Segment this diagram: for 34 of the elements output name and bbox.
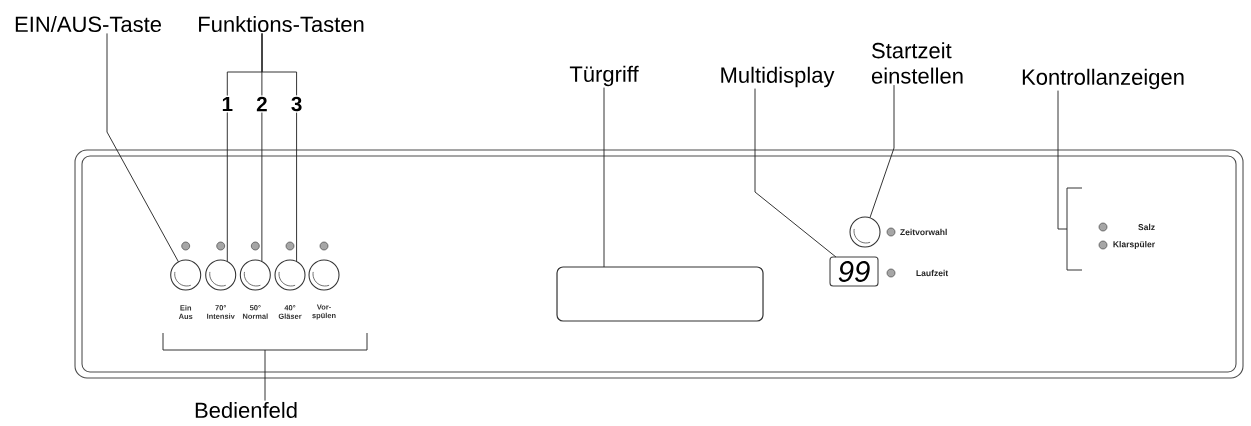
leader-line bbox=[226, 112, 228, 262]
push-button bbox=[308, 259, 340, 291]
bracket bbox=[1066, 187, 1083, 271]
callout-label: Funktions-Tasten bbox=[199, 15, 364, 33]
push-button bbox=[205, 259, 237, 291]
callout-number: 1 bbox=[222, 96, 233, 112]
leader-line bbox=[869, 84, 895, 219]
panel-label: Klarspüler bbox=[1113, 241, 1155, 249]
leader-line bbox=[261, 112, 263, 262]
push-button bbox=[274, 259, 306, 291]
callout-number: 2 bbox=[256, 96, 267, 112]
leader-line bbox=[296, 112, 298, 262]
leader-line bbox=[264, 349, 266, 402]
push-button bbox=[170, 259, 202, 291]
digital-display: 99 bbox=[829, 256, 879, 287]
push-button bbox=[849, 216, 881, 248]
leader-line bbox=[603, 87, 605, 268]
leader-line bbox=[754, 88, 837, 258]
panel-label: Zeitvorwahl bbox=[900, 228, 947, 236]
callout-label: Multidisplay bbox=[721, 66, 835, 88]
bracket bbox=[162, 332, 368, 351]
callout-label: Startzeit einstellen bbox=[871, 42, 963, 84]
panel-label: Laufzeit bbox=[916, 269, 949, 277]
leader-line bbox=[106, 32, 179, 263]
push-button bbox=[239, 259, 271, 291]
callout-number: 3 bbox=[291, 96, 302, 112]
panel-label: Salz bbox=[1138, 223, 1155, 231]
callout-label: Türgriff bbox=[569, 65, 639, 87]
leader-line bbox=[261, 32, 298, 96]
callout-label: EIN/AUS-Taste bbox=[15, 15, 161, 33]
callout-label: Bedienfeld bbox=[195, 401, 297, 419]
callout-label: Kontrollanzeigen bbox=[1022, 68, 1184, 90]
leader-line bbox=[1057, 90, 1068, 230]
door-handle bbox=[556, 266, 764, 322]
